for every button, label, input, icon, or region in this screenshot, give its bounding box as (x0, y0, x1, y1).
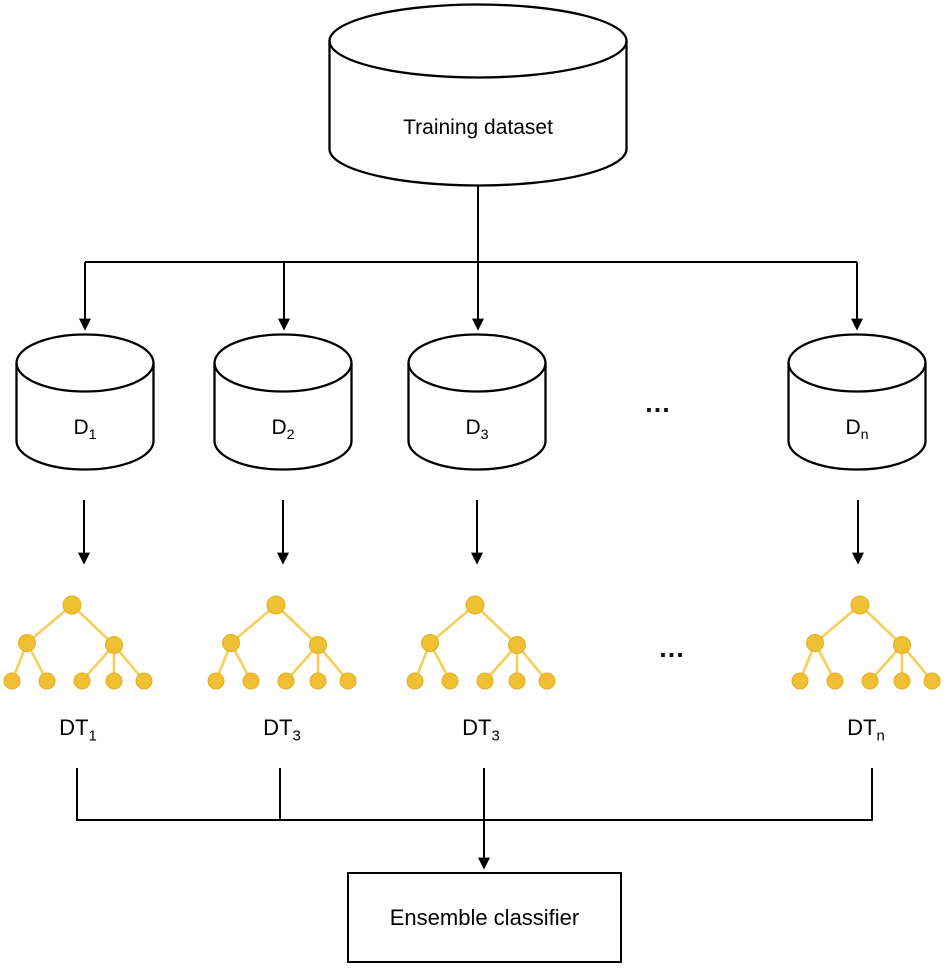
tree-label-dt3b: DT3 (462, 715, 500, 745)
decision-tree-icon (790, 594, 942, 691)
subset-dn-node: Dn (787, 333, 927, 471)
decision-tree-icon (405, 594, 557, 691)
database-cylinder-icon (15, 333, 155, 471)
subset-d1-label: D1 (73, 416, 97, 444)
training-dataset-node: Training dataset (328, 3, 628, 187)
database-cylinder-icon (787, 333, 927, 471)
subset-dn-label: Dn (845, 416, 869, 444)
ensemble-classifier-node: Ensemble classifier (347, 872, 622, 963)
training-dataset-label: Training dataset (403, 116, 553, 139)
subset-d1-node: D1 (15, 333, 155, 471)
ellipsis-tree-row: ... (659, 633, 685, 663)
database-cylinder-icon (328, 3, 628, 187)
subset-d2-node: D2 (213, 333, 353, 471)
subset-d3-label: D3 (465, 416, 489, 444)
ellipsis-subset-row: ... (645, 388, 671, 418)
subset-d3-node: D3 (407, 333, 547, 471)
decision-tree-icon (2, 594, 154, 691)
tree-label-dt1: DT1 (59, 715, 97, 745)
database-cylinder-icon (213, 333, 353, 471)
ensemble-classifier-label: Ensemble classifier (389, 904, 580, 930)
tree-label-dtn: DTn (847, 715, 885, 745)
subset-d2-label: D2 (271, 416, 295, 444)
tree-label-dt3a: DT3 (263, 715, 301, 745)
decision-tree-icon (206, 594, 358, 691)
database-cylinder-icon (407, 333, 547, 471)
